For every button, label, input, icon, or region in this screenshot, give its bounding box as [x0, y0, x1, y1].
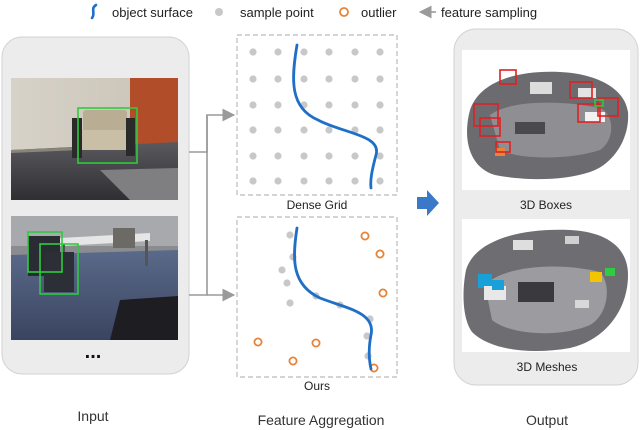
3d-box-5 — [577, 103, 601, 123]
sample-point — [300, 177, 308, 185]
output-label: Output — [526, 412, 568, 428]
sample-point — [300, 48, 308, 56]
ours-panel — [236, 216, 398, 378]
3d-box-3 — [479, 117, 501, 137]
sample-point — [376, 48, 384, 56]
detection-box-chair-b — [39, 243, 79, 295]
feature-sampling-connectors — [189, 108, 236, 302]
sample-point — [351, 101, 359, 109]
sample-point — [274, 177, 282, 185]
sample-point — [351, 48, 359, 56]
sample-point — [376, 177, 384, 185]
3d-box-green — [594, 99, 604, 107]
input-panel: ... — [1, 36, 190, 375]
legend: object surface sample point outlier feat… — [90, 3, 537, 20]
legend-object-surface: object surface — [112, 5, 193, 20]
dense-grid-object-surface — [292, 43, 378, 190]
ours-object-surface — [293, 226, 373, 371]
sample-point — [274, 75, 282, 83]
meshes-caption: 3D Meshes — [517, 360, 578, 374]
output-3d-boxes-view — [462, 50, 630, 190]
sample-point — [300, 152, 308, 160]
sample-point — [274, 152, 282, 160]
dense-grid-sample-points — [249, 48, 384, 185]
detection-box-chair-a — [27, 231, 63, 273]
aggregation-label: Feature Aggregation — [258, 412, 385, 428]
sample-point — [249, 152, 257, 160]
legend-feature-sampling: feature sampling — [441, 5, 537, 20]
3d-box-1 — [499, 69, 517, 85]
input-label: Input — [77, 408, 108, 424]
input-photo-1 — [11, 78, 178, 200]
sample-point — [249, 101, 257, 109]
sample-point — [274, 126, 282, 134]
sample-point — [249, 48, 257, 56]
output-panel: 3D Boxes 3D Meshes — [453, 28, 639, 386]
sample-point — [325, 101, 333, 109]
outlier-point — [311, 338, 321, 348]
sample-point-legend-icon — [215, 8, 223, 16]
outlier-point — [360, 231, 370, 241]
3d-box-7 — [495, 141, 511, 153]
ours-sample-points — [253, 231, 388, 373]
3d-box-2 — [473, 103, 499, 127]
ours-caption: Ours — [304, 379, 330, 393]
sample-point — [300, 126, 308, 134]
sample-point — [249, 177, 257, 185]
outlier-point — [288, 356, 298, 366]
3d-box-6 — [597, 97, 619, 117]
sample-point — [286, 299, 294, 307]
sample-point — [325, 48, 333, 56]
legend-sample-point: sample point — [240, 5, 314, 20]
detection-box-chair — [77, 107, 138, 164]
sample-point — [325, 152, 333, 160]
sample-point — [278, 266, 286, 274]
input-more-ellipsis: ... — [85, 341, 102, 363]
sample-point — [325, 177, 333, 185]
sample-point — [274, 101, 282, 109]
input-photo-2 — [11, 216, 178, 340]
output-arrow — [417, 190, 439, 216]
sample-point — [249, 126, 257, 134]
output-3d-meshes-view — [462, 219, 630, 352]
outlier-legend-icon — [339, 7, 349, 17]
sample-point — [351, 75, 359, 83]
boxes-caption: 3D Boxes — [520, 198, 572, 212]
sample-point — [300, 75, 308, 83]
3d-box-4 — [569, 81, 593, 99]
sample-point — [249, 75, 257, 83]
legend-outlier: outlier — [361, 5, 397, 20]
sample-point — [376, 75, 384, 83]
sample-point — [376, 101, 384, 109]
surface-legend-icon — [90, 3, 98, 20]
sample-point — [363, 332, 371, 340]
sample-point — [325, 75, 333, 83]
sample-point — [283, 279, 291, 287]
sample-point — [376, 126, 384, 134]
outlier-point — [253, 337, 263, 347]
sample-point — [376, 152, 384, 160]
outlier-point — [378, 288, 388, 298]
sample-point — [351, 177, 359, 185]
sample-point — [351, 152, 359, 160]
sample-point — [274, 48, 282, 56]
sample-point — [325, 126, 333, 134]
dense-grid-caption: Dense Grid — [287, 198, 348, 212]
sample-point — [286, 231, 294, 239]
dense-grid-panel — [236, 34, 398, 196]
outlier-point — [375, 249, 385, 259]
